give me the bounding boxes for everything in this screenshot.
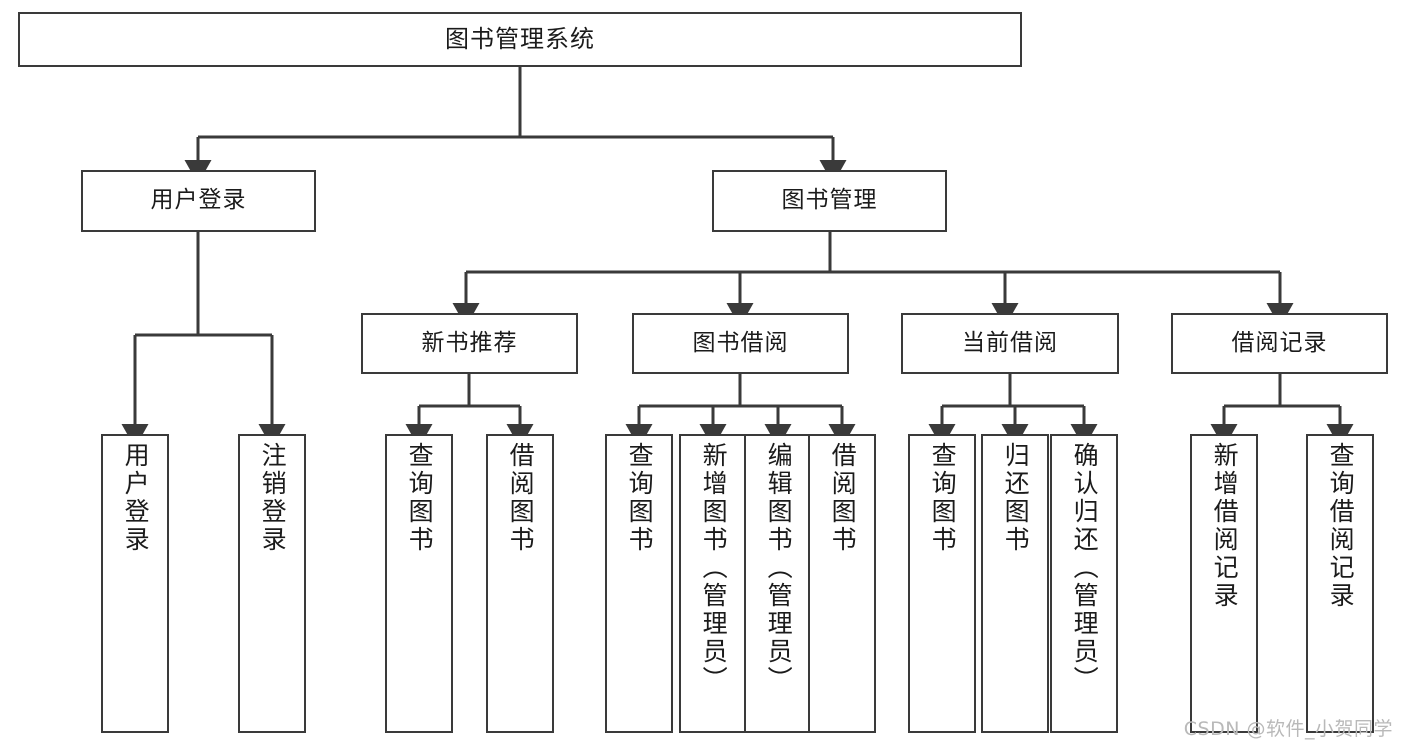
node-root[interactable]: 图书管理系统 [18,12,1022,67]
leaf-label: 查询图书 [405,442,435,554]
leaf-add-record[interactable]: 新增借阅记录 [1190,434,1258,733]
leaf-query-book-rec[interactable]: 查询图书 [385,434,453,733]
leaf-edit-book[interactable]: 编辑图书（管理员） [744,434,812,733]
leaf-label: 归还图书 [1001,442,1031,554]
node-book-manage[interactable]: 图书管理 [712,170,947,232]
leaf-label: 注销登录 [258,442,288,554]
node-book-borrow[interactable]: 图书借阅 [632,313,849,374]
leaf-user-login[interactable]: 用户登录 [101,434,169,733]
leaf-return-book[interactable]: 归还图书 [981,434,1049,733]
leaf-label: 确认归还（管理员） [1070,442,1100,694]
leaf-query-record[interactable]: 查询借阅记录 [1306,434,1374,733]
leaf-label: 查询图书 [928,442,958,554]
leaf-label: 查询借阅记录 [1326,442,1356,610]
leaf-label: 借阅图书 [506,442,536,554]
leaf-label: 编辑图书（管理员） [764,442,794,694]
leaf-label: 借阅图书 [828,442,858,554]
leaf-logout[interactable]: 注销登录 [238,434,306,733]
node-borrow-record[interactable]: 借阅记录 [1171,313,1388,374]
leaf-borrow-book-bor[interactable]: 借阅图书 [808,434,876,733]
leaf-borrow-book-rec[interactable]: 借阅图书 [486,434,554,733]
leaf-add-book[interactable]: 新增图书（管理员） [679,434,747,733]
leaf-label: 新增借阅记录 [1210,442,1240,610]
node-current-borrow[interactable]: 当前借阅 [901,313,1119,374]
leaf-label: 新增图书（管理员） [699,442,729,694]
node-user-login[interactable]: 用户登录 [81,170,316,232]
leaf-query-book-bor[interactable]: 查询图书 [605,434,673,733]
csdn-watermark: CSDN @软件_小贺同学 [1183,718,1393,740]
node-new-book-recommend[interactable]: 新书推荐 [361,313,578,374]
leaf-label: 用户登录 [121,442,151,554]
leaf-query-book-cur[interactable]: 查询图书 [908,434,976,733]
leaf-confirm-return[interactable]: 确认归还（管理员） [1050,434,1118,733]
leaf-label: 查询图书 [625,442,655,554]
